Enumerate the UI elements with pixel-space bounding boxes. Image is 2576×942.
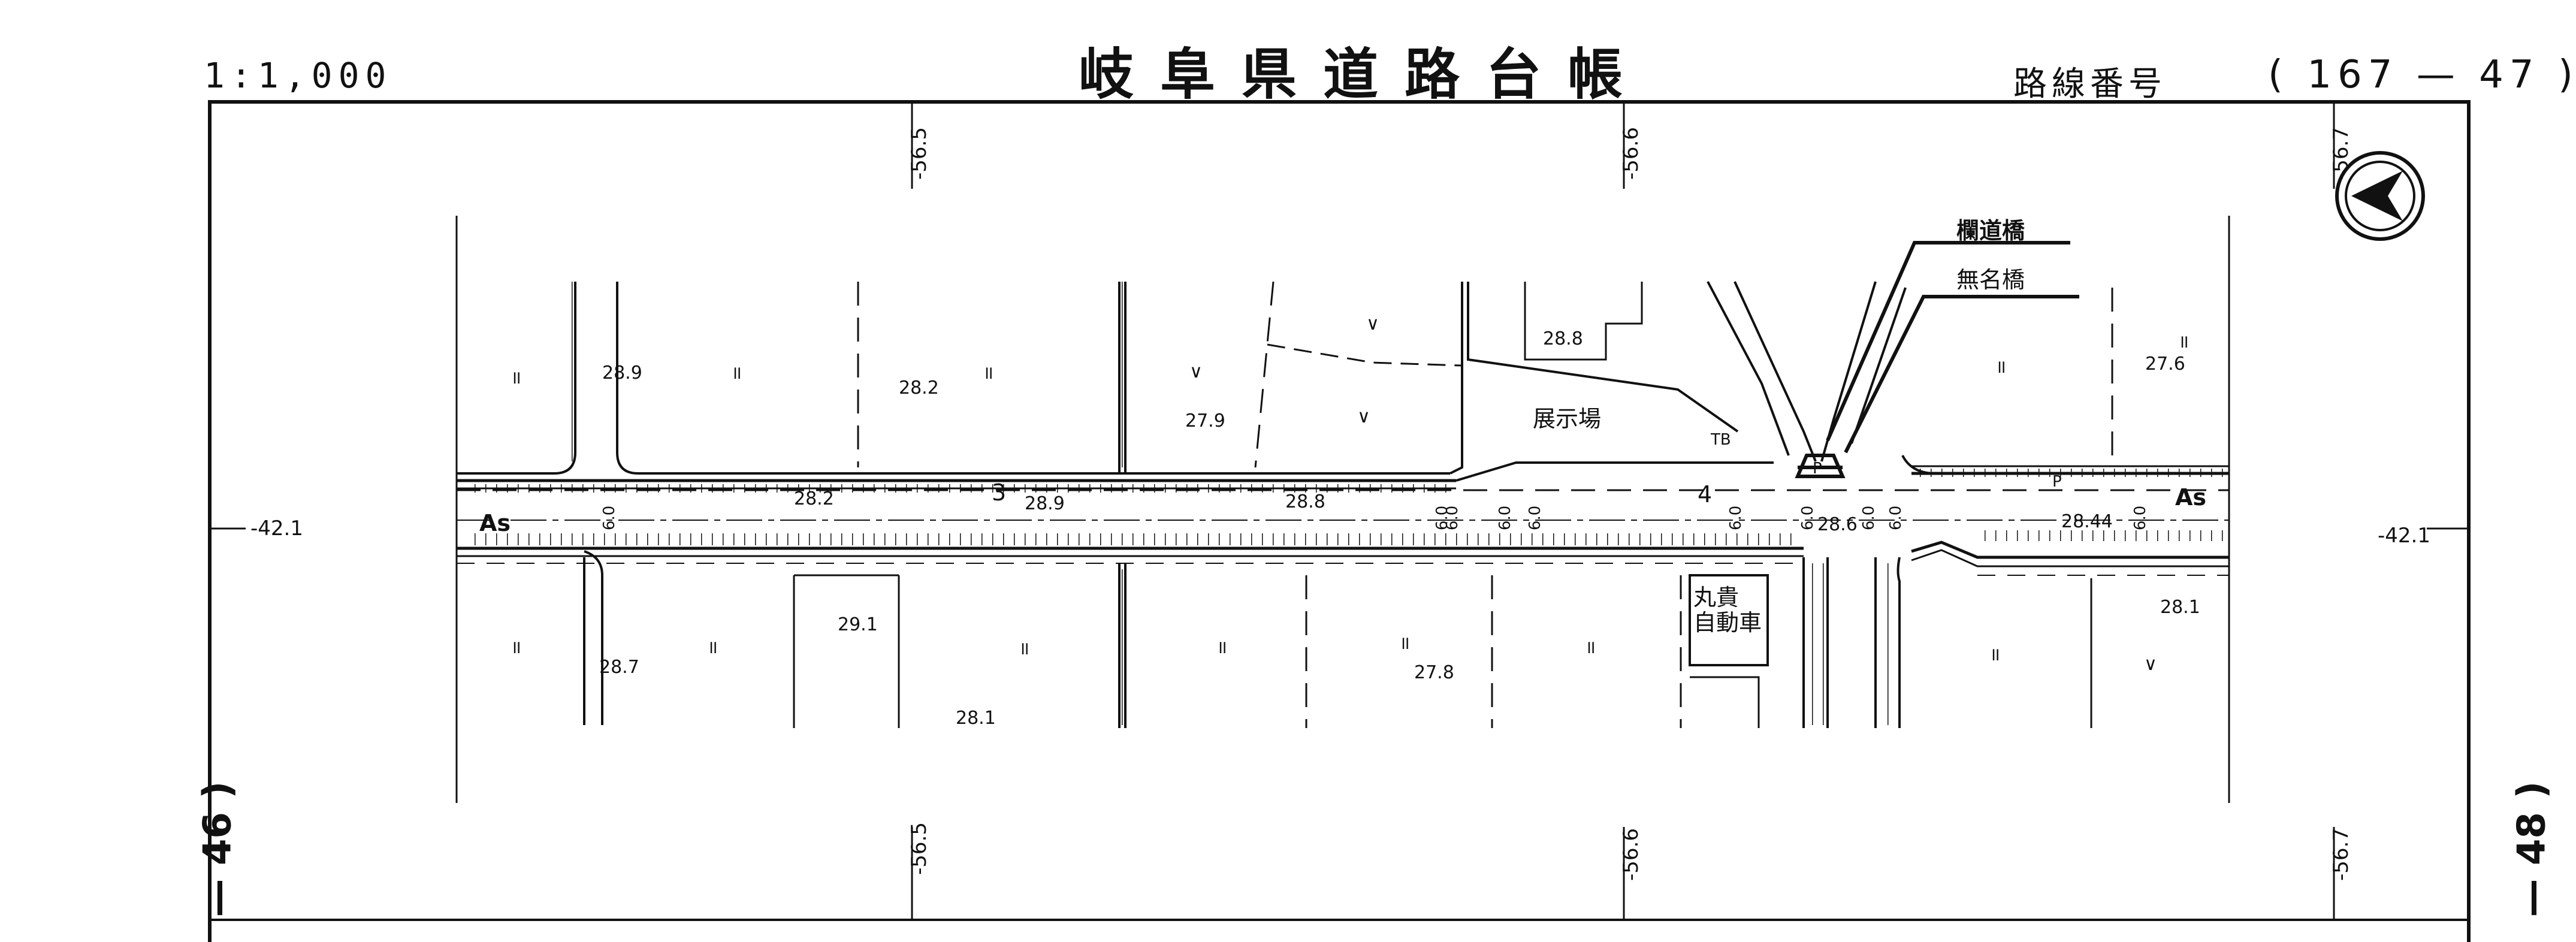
shop-label-line2: 自動車	[1693, 609, 1762, 636]
grid-coord-bottom-3: -56.7	[2329, 828, 2353, 881]
map-scale: 1:1,000	[204, 55, 392, 96]
grid-coordinates: -56.5 -56.6 -56.7 -56.5 -56.6 -56.7 -42.…	[250, 127, 2430, 881]
field-symbol: ॥	[1585, 637, 1596, 658]
grid-coord-top-1: -56.5	[907, 127, 931, 180]
elevation: 28.8	[1285, 491, 1325, 512]
elevation: 28.6	[1817, 514, 1858, 535]
curb-ticks	[467, 469, 2229, 545]
surface-label-right: As	[2175, 484, 2206, 511]
shop-label-line1: 丸貴	[1693, 584, 1739, 611]
north-arrow-icon	[2335, 151, 2425, 241]
elevation: 27.8	[1414, 662, 1454, 683]
grid-coord-bottom-2: -56.6	[1619, 828, 1643, 881]
elevation: 28.7	[599, 657, 639, 678]
elevation: 28.44	[2061, 511, 2113, 532]
grid-coord-bottom-1: -56.5	[907, 822, 931, 875]
field-symbol: ॥	[707, 637, 718, 658]
field-symbol: ॥	[1399, 633, 1410, 654]
elevation: 27.9	[1185, 410, 1225, 431]
p-label-2: P	[2052, 473, 2062, 491]
width-label: 6.0	[1443, 506, 1461, 530]
width-label: 6.0	[1496, 506, 1514, 530]
width-label: 6.0	[1860, 506, 1878, 530]
elevation: 28.8	[1543, 328, 1583, 349]
route-number: ( 167 — 47 )	[2268, 53, 2576, 97]
grid-coord-top-3: -56.7	[2329, 127, 2353, 180]
grid-coord-left: -42.1	[250, 517, 303, 541]
side-road-ticks	[564, 282, 1897, 725]
p-label-1: P	[1813, 460, 1822, 478]
field-symbol: ॥	[511, 637, 521, 658]
dry-field-symbol: ∨	[1357, 406, 1370, 427]
bridge-structure	[1795, 241, 2079, 478]
map-labels: 欄道橋 無名橋 展示場 丸貴 自動車 As As TB P P 3 4	[479, 218, 2206, 636]
road-width-labels: 6.0 6.0 6.0 6.0 6.0 6.0 6.0 6.0 6.0 6.0	[600, 506, 2149, 530]
elevation-points: 28.9 28.2 27.9 28.8 27.6 28.2 28.9 28.8 …	[599, 328, 2200, 729]
tb-label: TB	[1710, 431, 1731, 449]
land-use-symbols: ॥ ॥ ॥ ॥ ॥ ॥ ॥ ॥ ॥ ॥ ॥ ॥ ∨ ∨ ∨ ∨	[511, 313, 2189, 675]
route-number-label: 路線番号	[2013, 65, 2167, 104]
dry-field-symbol: ∨	[1189, 361, 1203, 382]
grid-coord-top-2: -56.6	[1619, 127, 1643, 180]
bridge1-label: 欄道橋	[1956, 218, 2025, 244]
field-symbol: ॥	[511, 367, 521, 388]
width-label: 6.0	[600, 506, 618, 530]
km-post-3: 3	[992, 479, 1006, 506]
field-symbol: ॥	[983, 363, 993, 384]
exhibition-label: 展示場	[1533, 406, 1601, 432]
elevation: 28.2	[794, 488, 834, 509]
width-label: 6.0	[1526, 506, 1544, 530]
surface-label-left: As	[479, 510, 511, 536]
width-label: 6.0	[1727, 506, 1745, 530]
field-symbol: ॥	[1216, 637, 1227, 658]
grid-lines	[210, 102, 2469, 920]
dry-field-symbol: ∨	[2144, 654, 2157, 675]
elevation: 28.1	[956, 708, 996, 729]
field-symbol: ॥	[1995, 357, 2006, 378]
dry-field-symbol: ∨	[1366, 313, 1379, 334]
width-label: 6.0	[1433, 506, 1451, 530]
field-symbol: ॥	[1989, 644, 2000, 665]
map-title: 岐阜県道路台帳	[1079, 42, 1650, 107]
width-label: 6.0	[2131, 506, 2149, 530]
elevation: 28.9	[1025, 493, 1065, 514]
grid-coord-right: -42.1	[2378, 524, 2430, 548]
elevation: 28.9	[602, 363, 642, 384]
elevation: 28.2	[899, 378, 939, 398]
elevation: 28.1	[2160, 597, 2200, 618]
elevation: 27.6	[2145, 354, 2185, 375]
field-symbol: ॥	[2178, 331, 2189, 352]
parcel-lines	[793, 281, 2230, 728]
field-symbol: ॥	[731, 363, 742, 384]
map-frame	[208, 100, 2471, 942]
width-label: 6.0	[1887, 506, 1905, 530]
bridge2-label: 無名橋	[1956, 267, 2025, 293]
width-label: 6.0	[1799, 506, 1817, 530]
field-symbol: ॥	[1019, 638, 1029, 659]
main-road	[457, 461, 2229, 576]
km-post-4: 4	[1698, 481, 1712, 508]
side-roads	[457, 281, 1936, 728]
elevation: 29.1	[838, 614, 878, 635]
